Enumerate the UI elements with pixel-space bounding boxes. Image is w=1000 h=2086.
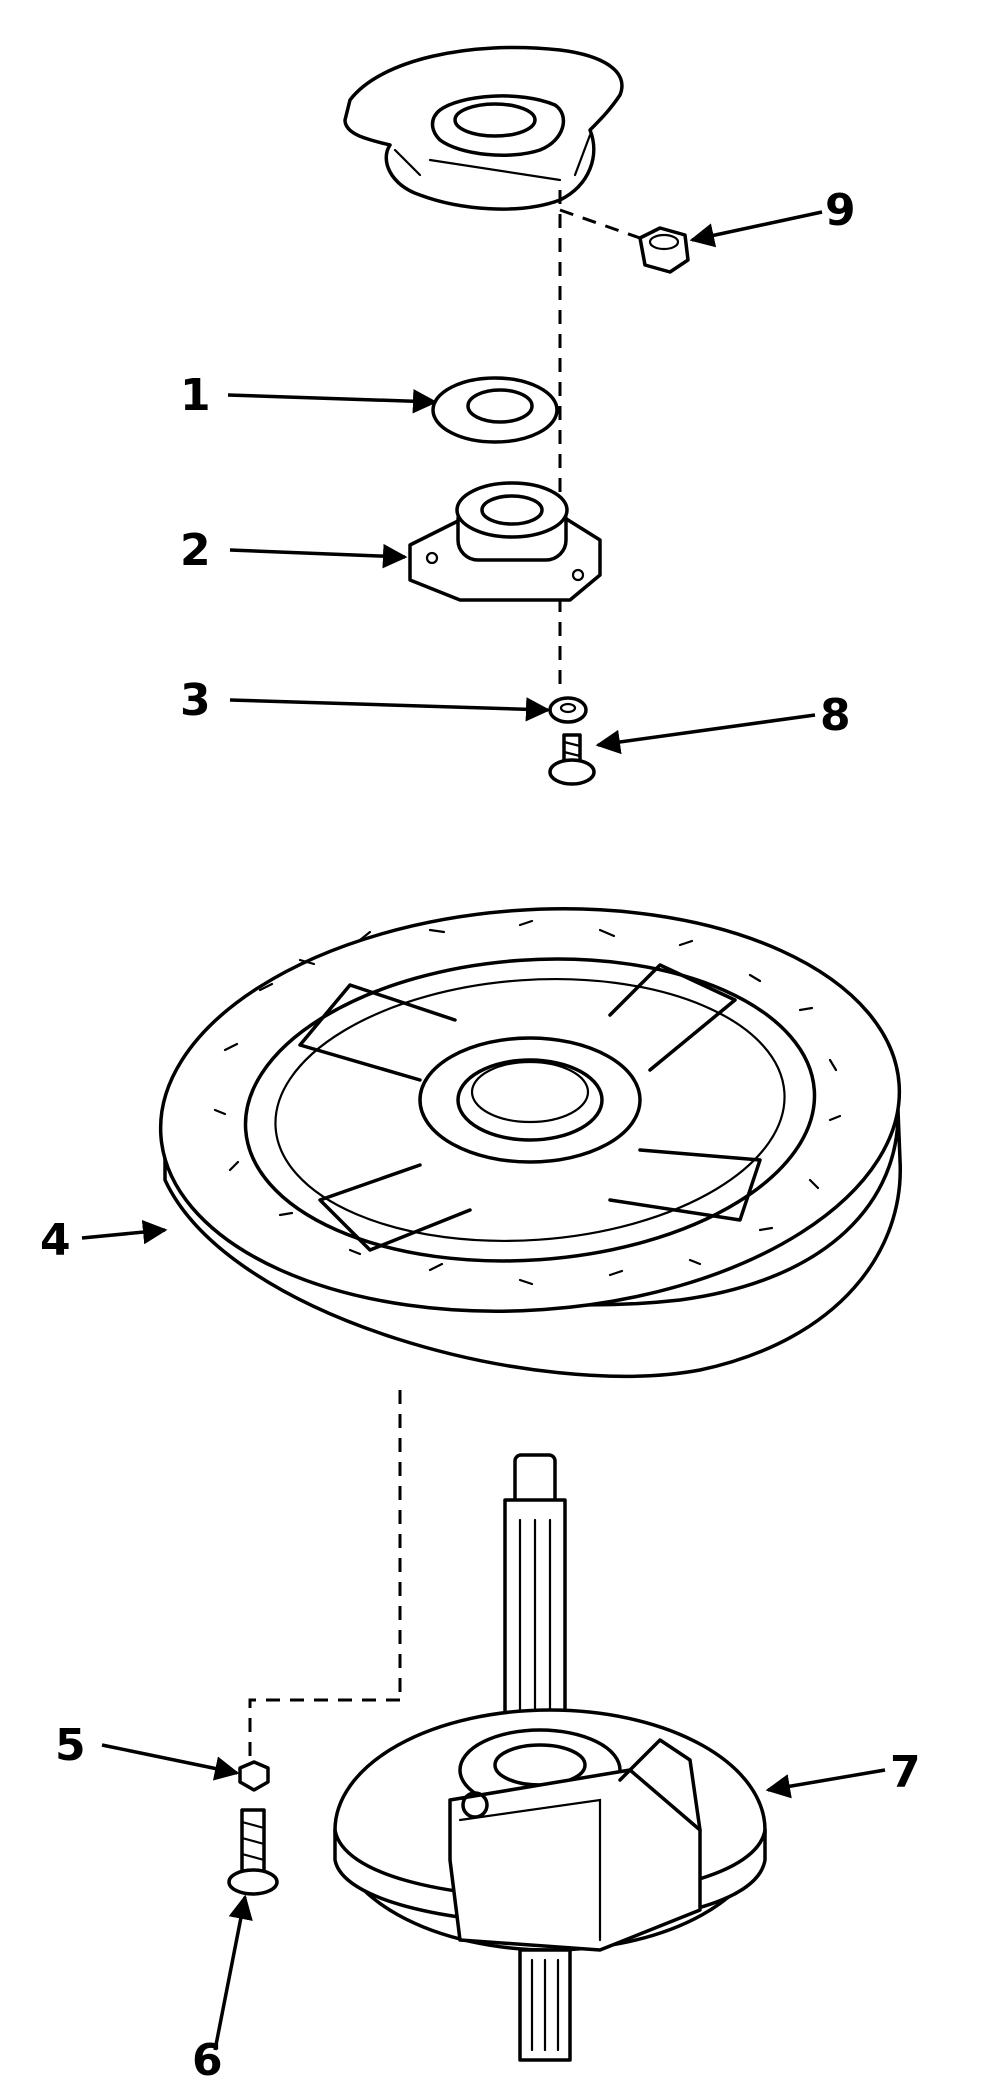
part-1-seal	[431, 376, 559, 444]
leader-line-4	[81, 1219, 168, 1245]
callout-7: 7	[890, 1747, 921, 1798]
leader-line-2	[229, 543, 408, 569]
part-8-screw	[548, 733, 596, 786]
callout-6: 6	[192, 2035, 223, 2086]
leader-line-8	[595, 713, 816, 755]
assembly-leader-9	[559, 208, 661, 247]
leader-line-6	[213, 1894, 253, 2051]
leader-line-9	[689, 210, 823, 248]
callout-3: 3	[180, 675, 211, 726]
callout-5: 5	[55, 1720, 86, 1771]
part-3-lock-washer	[548, 696, 588, 724]
callout-1: 1	[180, 370, 211, 421]
callout-9: 9	[825, 185, 856, 236]
part-4-pulley	[158, 907, 902, 1378]
part-6-bolt	[227, 1808, 279, 1896]
part-7-transmission	[333, 1453, 767, 2062]
leader-line-3	[229, 697, 551, 722]
callout-4: 4	[40, 1215, 71, 1266]
part-9-nut	[638, 226, 690, 274]
part-2-bearing-flange	[408, 481, 602, 602]
part-5-nut	[238, 1760, 270, 1792]
top-housing-part	[343, 45, 624, 211]
assembly-leader-5	[248, 1698, 400, 1760]
leader-line-7	[765, 1768, 886, 1799]
leader-line-1	[227, 389, 438, 414]
callout-8: 8	[820, 690, 851, 741]
leader-line-5	[101, 1743, 240, 1781]
callout-2: 2	[180, 525, 211, 576]
